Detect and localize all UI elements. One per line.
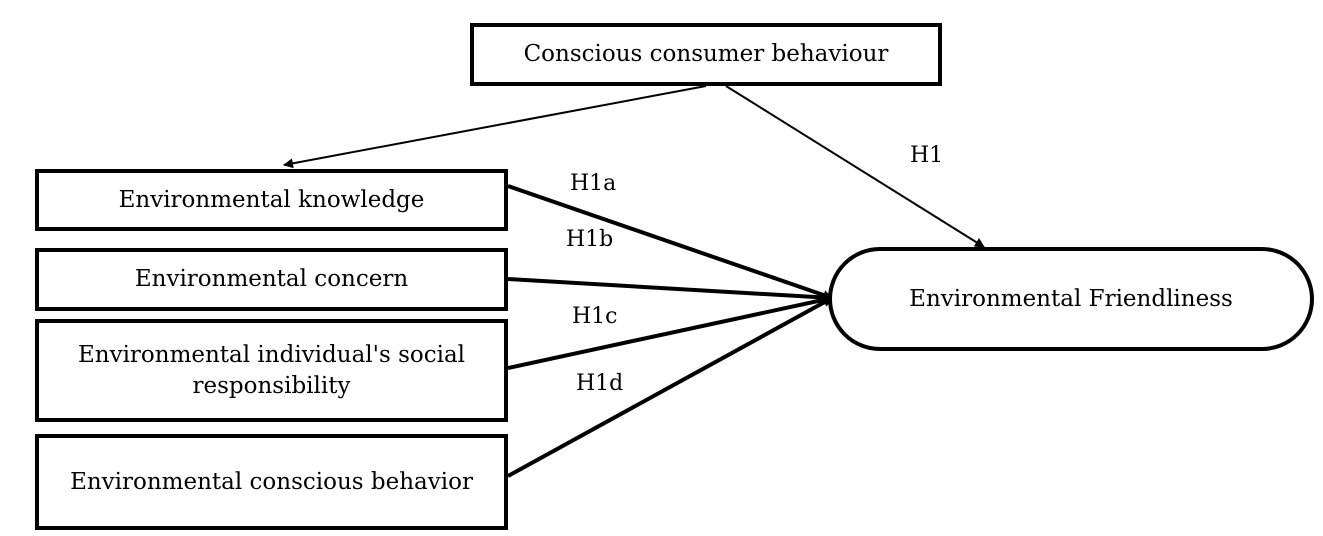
arrow-h1 — [725, 85, 985, 248]
hypothesis-label-h1b: H1b — [566, 227, 614, 252]
arrow-h1b — [507, 277, 833, 303]
node-label-concern: Environmental concern — [134, 266, 409, 292]
node-label-target: Environmental Friendliness — [909, 285, 1233, 312]
hypothesis-label-h1c: H1c — [572, 304, 618, 329]
arrow-h1a — [507, 184, 833, 300]
node-social-responsibility: Environmental individual's social respon… — [35, 319, 508, 422]
arrow-top-to-knowledge — [283, 85, 707, 169]
node-environmental-conscious-behavior: Environmental conscious behavior — [35, 434, 508, 530]
node-label-responsibility: Environmental individual's social respon… — [77, 341, 466, 399]
node-label-top: Conscious consumer behaviour — [523, 41, 889, 67]
node-label-behavior: Environmental conscious behavior — [70, 468, 473, 495]
arrow-h1d — [507, 296, 833, 478]
node-conscious-consumer-behaviour: Conscious consumer behaviour — [470, 23, 942, 86]
hypothesis-label-h1a: H1a — [570, 171, 617, 196]
arrow-h1c — [507, 295, 833, 370]
hypothesis-label-h1: H1 — [910, 143, 944, 168]
node-label-knowledge: Environmental knowledge — [118, 186, 425, 213]
node-environmental-concern: Environmental concern — [35, 248, 508, 311]
node-environmental-knowledge: Environmental knowledge — [35, 169, 508, 231]
node-environmental-friendliness: Environmental Friendliness — [828, 247, 1314, 351]
hypothesis-label-h1d: H1d — [576, 371, 624, 396]
